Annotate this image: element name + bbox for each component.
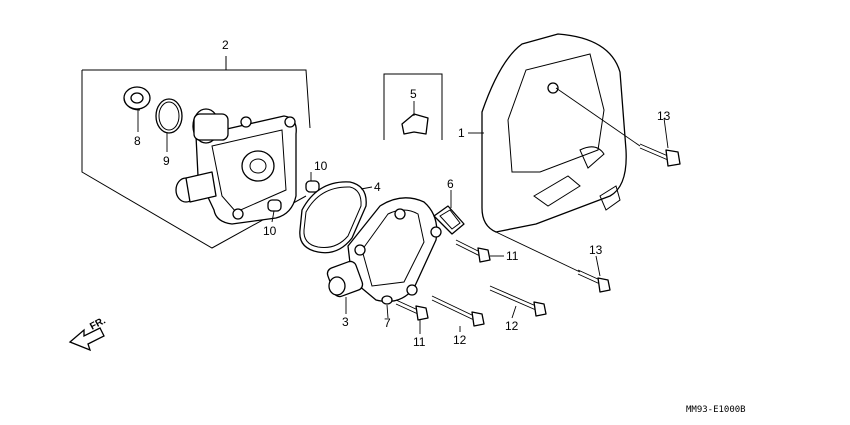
oil-seal-8[interactable] [123,86,151,111]
bolt-13-lower[interactable] [577,269,611,293]
callout-12-right: 12 [505,319,519,333]
clamp-6[interactable] [433,205,465,235]
water-pump-assembly-2[interactable] [175,108,297,225]
callout-11-lower: 11 [413,335,426,349]
callout-4: 4 [374,180,381,194]
callout-7: 7 [384,316,391,330]
water-pump-cover-3[interactable] [326,197,442,303]
clip-5[interactable] [383,73,443,140]
dowel-pin-10-lower[interactable] [267,199,282,212]
callout-5: 5 [410,87,417,101]
bolt-11-upper[interactable] [455,239,491,263]
dowel-pin-10-upper[interactable] [305,180,320,193]
bolt-11-lower[interactable] [395,299,429,321]
callout-9: 9 [163,154,170,168]
assembly-bracket-2 [81,56,311,249]
o-ring-4[interactable] [299,181,367,254]
callout-10-lower: 10 [263,224,277,238]
left-crankcase-cover-1[interactable] [481,33,627,233]
bolt-12-short[interactable] [431,295,485,327]
bolt-12-long[interactable] [489,285,547,317]
callout-12-left: 12 [453,333,467,347]
callout-13-lower: 13 [589,243,603,257]
leader-lines [137,87,669,334]
callout-11-upper: 11 [506,249,519,263]
front-arrow-label: FR. [88,315,108,332]
bolt-13-upper[interactable] [639,143,681,167]
callout-10-upper: 10 [314,159,328,173]
callout-6: 6 [447,177,454,191]
callout-labels: 2 8 9 10 10 4 5 1 6 3 7 11 11 12 12 13 1… [134,38,671,349]
callout-13-upper: 13 [657,109,671,123]
callout-3: 3 [342,315,349,329]
callout-8: 8 [134,134,141,148]
callout-1: 1 [458,126,465,140]
washer-7[interactable] [381,295,393,305]
front-arrow-icon: FR. [68,315,108,352]
callout-2: 2 [222,38,229,52]
o-ring-9[interactable] [155,98,183,134]
drawing-code: MM93-E1000B [686,405,746,415]
